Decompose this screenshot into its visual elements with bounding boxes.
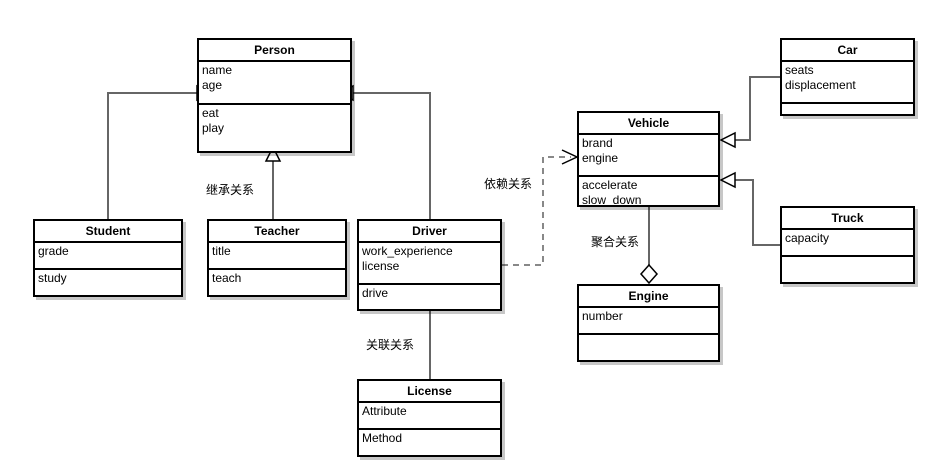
- method-row: Method: [362, 431, 403, 445]
- class-attributes-teacher: title: [209, 243, 345, 270]
- class-methods-car: [782, 104, 913, 107]
- attribute-row: capacity: [785, 231, 830, 245]
- method-row: accelerate: [582, 178, 638, 192]
- method-row: teach: [212, 271, 242, 285]
- hollow-diamond-marker: [639, 263, 659, 285]
- class-attributes-vehicle: brand engine: [579, 135, 718, 177]
- class-methods-license: Method: [359, 430, 500, 448]
- class-box-person[interactable]: Person name age eat play: [197, 38, 352, 153]
- class-name-car: Car: [782, 40, 913, 62]
- attribute-row: title: [212, 244, 231, 258]
- class-attributes-driver: work_experience license: [359, 243, 500, 285]
- class-methods-driver: drive: [359, 285, 500, 303]
- edge-student-person[interactable]: [107, 84, 213, 219]
- method-row: play: [202, 121, 225, 135]
- class-box-engine[interactable]: Engine number: [577, 284, 720, 362]
- class-name-license: License: [359, 381, 500, 403]
- edge-driver-person[interactable]: [337, 84, 431, 219]
- hollow-triangle-marker: [719, 131, 736, 149]
- class-methods-truck: [782, 257, 913, 260]
- class-attributes-truck: capacity: [782, 230, 913, 257]
- class-attributes-student: grade: [35, 243, 181, 270]
- method-row: slow_down: [582, 193, 642, 207]
- class-methods-person: eat play: [199, 105, 350, 138]
- class-name-truck: Truck: [782, 208, 913, 230]
- class-box-driver[interactable]: Driver work_experience license drive: [357, 219, 502, 311]
- class-name-student: Student: [35, 221, 181, 243]
- class-methods-teacher: teach: [209, 270, 345, 288]
- hollow-triangle-marker: [719, 171, 736, 189]
- class-attributes-person: name age: [199, 62, 350, 105]
- class-name-teacher: Teacher: [209, 221, 345, 243]
- class-methods-engine: [579, 335, 718, 338]
- attribute-row: name: [202, 63, 233, 77]
- class-box-license[interactable]: License Attribute Method: [357, 379, 502, 457]
- edge-label-association: 关联关系: [366, 338, 415, 352]
- attribute-row: grade: [38, 244, 69, 258]
- attribute-row: displacement: [785, 78, 856, 92]
- class-methods-vehicle: accelerate slow_down: [579, 177, 718, 210]
- edge-truck-vehicle[interactable]: [719, 171, 780, 246]
- attribute-row: license: [362, 259, 400, 273]
- attribute-row: number: [582, 309, 623, 323]
- method-row: drive: [362, 286, 389, 300]
- attribute-row: brand: [582, 136, 613, 150]
- class-attributes-engine: number: [579, 308, 718, 335]
- attribute-row: Attribute: [362, 404, 407, 418]
- class-name-person: Person: [199, 40, 350, 62]
- edge-label-aggregation: 聚合关系: [591, 235, 640, 249]
- method-row: study: [38, 271, 67, 285]
- edge-vehicle-engine[interactable]: [639, 207, 659, 285]
- attribute-row: engine: [582, 151, 619, 165]
- class-name-driver: Driver: [359, 221, 500, 243]
- edge-label-dependency: 依赖关系: [484, 177, 533, 191]
- class-name-vehicle: Vehicle: [579, 113, 718, 135]
- method-row: eat: [202, 106, 219, 120]
- class-box-truck[interactable]: Truck capacity: [780, 206, 915, 284]
- edge-teacher-person[interactable]: [264, 145, 282, 219]
- class-box-teacher[interactable]: Teacher title teach: [207, 219, 347, 297]
- edge-label-inheritance: 继承关系: [206, 183, 255, 197]
- attribute-row: age: [202, 78, 223, 92]
- class-box-vehicle[interactable]: Vehicle brand engine accelerate slow_dow…: [577, 111, 720, 207]
- class-methods-student: study: [35, 270, 181, 288]
- class-name-engine: Engine: [579, 286, 718, 308]
- class-attributes-license: Attribute: [359, 403, 500, 430]
- attribute-row: seats: [785, 63, 814, 77]
- edge-driver-vehicle[interactable]: [502, 149, 579, 266]
- edge-car-vehicle[interactable]: [719, 76, 780, 149]
- attribute-row: work_experience: [362, 244, 453, 258]
- class-box-student[interactable]: Student grade study: [33, 219, 183, 297]
- open-arrow-marker: [561, 149, 579, 165]
- class-attributes-car: seats displacement: [782, 62, 913, 104]
- class-box-car[interactable]: Car seats displacement: [780, 38, 915, 116]
